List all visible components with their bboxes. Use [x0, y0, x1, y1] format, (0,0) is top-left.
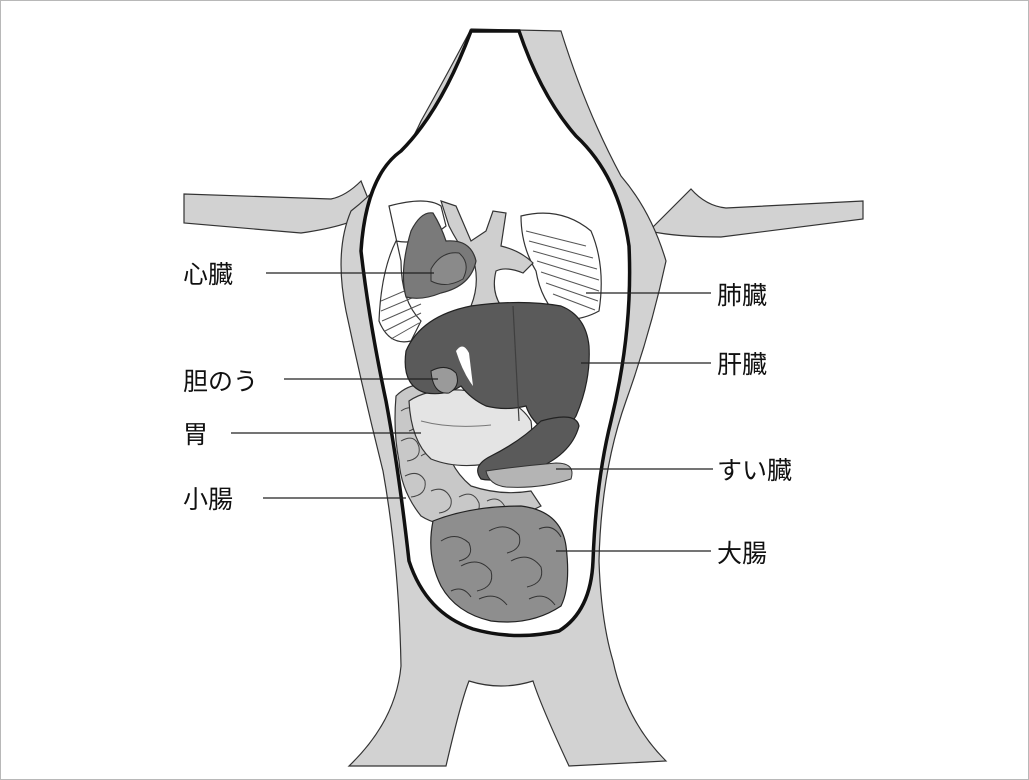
label-pancreas: すい臓 — [717, 456, 792, 485]
left-arm — [184, 181, 373, 233]
label-heart: 心臓 — [183, 260, 233, 289]
label-stomach: 胃 — [183, 420, 208, 449]
label-small-intestine: 小腸 — [183, 485, 233, 514]
right-arm — [649, 189, 863, 237]
label-large-intestine: 大腸 — [717, 539, 767, 568]
label-gallbladder: 胆のう — [183, 367, 258, 396]
label-lungs: 肺臓 — [717, 281, 767, 310]
label-liver: 肝臓 — [717, 350, 767, 379]
